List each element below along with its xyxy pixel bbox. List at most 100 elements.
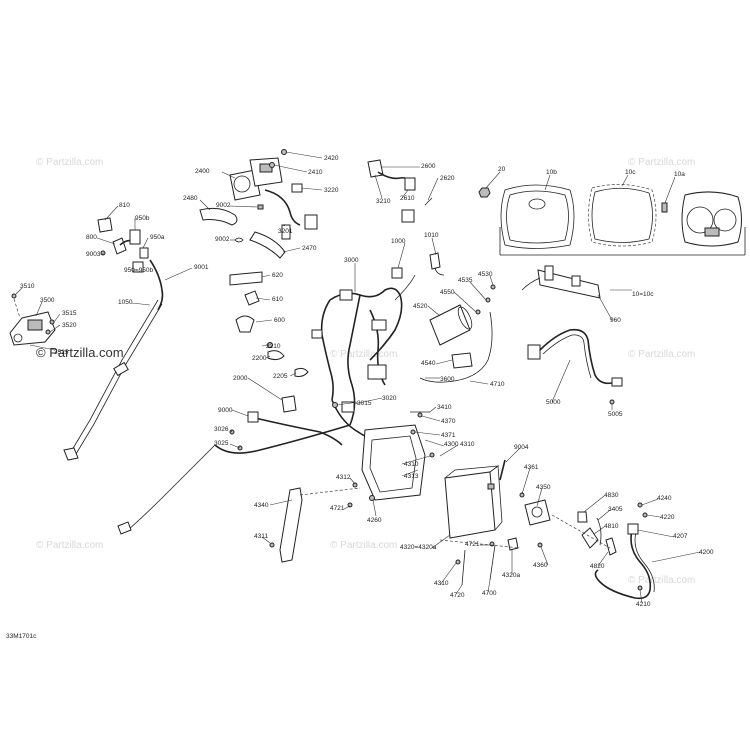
bolt-4310c — [455, 559, 461, 565]
callout-label: 4310 — [404, 461, 419, 468]
solenoid-4350-post — [531, 506, 543, 518]
callout-label: 3510 — [20, 283, 35, 290]
switch-2400-knob — [233, 175, 251, 193]
screw-4721a — [347, 502, 353, 508]
callout-label: 2600 — [421, 163, 436, 170]
callout-label: 1000 — [391, 238, 406, 245]
callout-label: 4311 — [254, 533, 268, 540]
harness-connector — [371, 319, 387, 331]
wire-9001 — [149, 259, 164, 311]
screw-9003 — [100, 250, 106, 256]
callout-label: 4721 — [330, 505, 345, 512]
nut-4310a — [429, 452, 435, 458]
fuse-1010 — [429, 252, 441, 270]
bolt-20 — [478, 187, 491, 198]
connector-960-wire — [521, 277, 541, 291]
callout-label: 2480 — [183, 195, 198, 202]
callout-label: 3026 — [214, 426, 229, 433]
bracket-3500-face — [27, 319, 43, 331]
terminal-4207 — [627, 523, 639, 535]
callout-label: 10=10c — [632, 291, 654, 298]
watermarks: © Partzilla.com © Partzilla.com © Partzi… — [36, 157, 695, 586]
wire-2620 — [424, 197, 433, 206]
callout-label: 4540 — [421, 360, 436, 367]
diagram-code: 33M1701c — [6, 633, 37, 640]
callout-label: 3000 — [344, 257, 359, 264]
guide-3510 — [13, 298, 21, 319]
callout-label: 3500 — [40, 297, 55, 304]
gauge-cluster-group — [478, 184, 746, 256]
callout-label: 4535 — [458, 277, 473, 284]
callout-label: 4312 — [336, 474, 351, 481]
plug-long-left — [117, 521, 132, 535]
callout-label: 4310 — [460, 441, 475, 448]
wire-1050 — [71, 299, 159, 451]
capacitor-group — [419, 284, 496, 383]
callout-label: 4710 — [490, 381, 505, 388]
callout-label: 3201 — [278, 228, 293, 235]
clip-9002a — [257, 204, 264, 210]
callout-label: 610 — [272, 296, 283, 303]
lens-10c — [588, 184, 657, 247]
callout-label: 4360 — [533, 562, 548, 569]
callout-label: 4207 — [673, 533, 688, 540]
callout-label: 3025 — [214, 440, 229, 447]
screw-4360 — [537, 542, 543, 548]
harness-3000-left — [320, 299, 334, 401]
callout-label: 2400 — [195, 168, 210, 175]
harness-lower — [214, 424, 351, 454]
solenoid-group — [499, 459, 617, 556]
callout-label: 4820 — [590, 563, 605, 570]
battery-4320 — [444, 471, 496, 539]
bezel-opening — [528, 198, 546, 210]
wire-long-left — [127, 444, 216, 531]
grommet-2480 — [199, 207, 238, 226]
nut-3515 — [49, 319, 55, 325]
terminal-4820 — [605, 537, 617, 556]
tray-4300-inner — [369, 435, 417, 493]
callout-label: 4200 — [699, 549, 714, 556]
strap-4720 — [461, 549, 466, 586]
watermark: © Partzilla.com — [36, 157, 103, 168]
callout-label: 4520 — [413, 303, 428, 310]
callout-label: 20 — [498, 166, 506, 173]
relay-1000 — [391, 267, 403, 279]
callout-label: 4320=4320a — [400, 544, 437, 551]
callout-label: 3220 — [324, 187, 339, 194]
callout-label: 9004 — [514, 444, 529, 451]
callout-label: 1010 — [424, 232, 439, 239]
callout-labels: 2420 2400 2410 3220 2600 2620 3210 2610 … — [20, 155, 714, 608]
capacitor-4520-end — [457, 306, 473, 330]
callout-label: 3405 — [608, 506, 623, 513]
connector-2610 — [404, 177, 416, 191]
callout-label: 5005 — [608, 411, 623, 418]
watermark: © Partzilla.com — [36, 540, 103, 551]
callout-label: 3600 — [440, 376, 455, 383]
watermark: © Partzilla.com — [628, 157, 695, 168]
callout-label: 4700 — [482, 590, 497, 597]
callout-label: 9000 — [218, 407, 233, 414]
callout-label: 2410 — [308, 169, 323, 176]
connector-block — [304, 214, 318, 230]
callout-label: 810 — [119, 202, 130, 209]
watermark-logo: © Partzilla.com — [36, 345, 124, 360]
connector-950a — [139, 247, 149, 259]
connector-950 — [132, 261, 144, 273]
callout-label: 4550 — [440, 289, 455, 296]
callout-label: 9002 — [216, 202, 231, 209]
callout-label: 10a — [674, 171, 685, 178]
clip-9002b — [234, 237, 244, 243]
watermark: © Partzilla.com — [330, 540, 397, 551]
callout-label: 3020 — [382, 395, 397, 402]
cluster-bracket-line — [499, 227, 746, 256]
screw-10a — [661, 202, 668, 213]
screw-3015 — [332, 402, 338, 408]
wire-1050-parallel — [75, 303, 163, 455]
strap-4700 — [489, 544, 496, 581]
nut-4312 — [352, 482, 358, 488]
screw-4535 — [485, 297, 491, 303]
harness-5000-group — [527, 328, 623, 405]
callout-label: 4371 — [441, 432, 456, 439]
connector-5000-end — [611, 377, 623, 387]
battery-terminal — [487, 483, 495, 490]
